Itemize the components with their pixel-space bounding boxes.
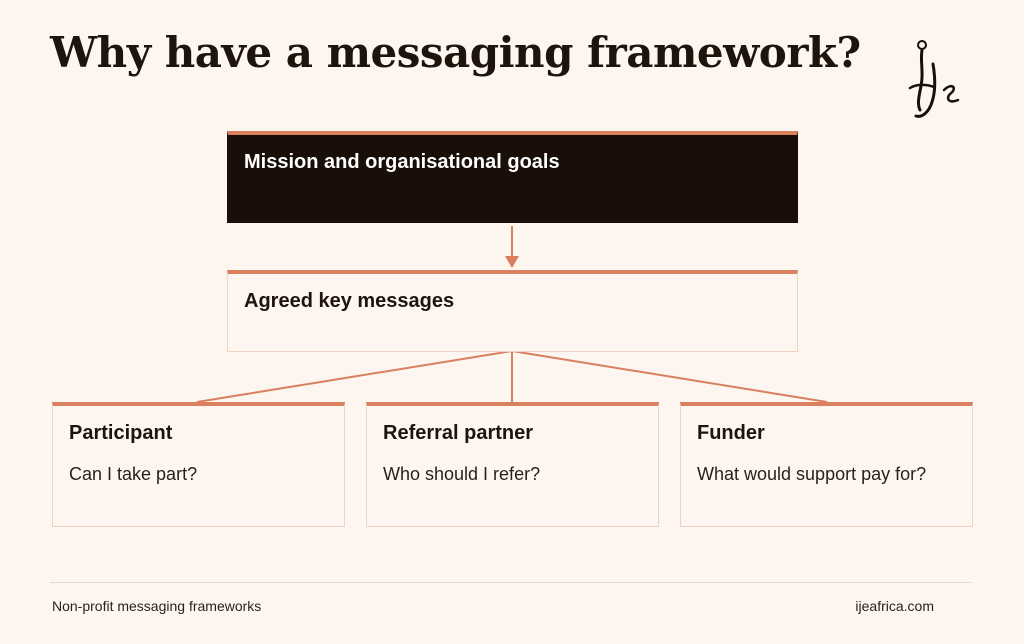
- audience-question: What would support pay for?: [697, 464, 927, 484]
- ije-logo-icon: [908, 40, 960, 118]
- footer-website[interactable]: ijeafrica.com: [855, 598, 934, 614]
- audience-title: Participant: [69, 422, 173, 444]
- arrow-head-icon: [505, 256, 519, 268]
- connector-participant: [196, 350, 513, 403]
- footer-divider: [50, 582, 972, 583]
- mission-box-title: Mission and organisational goals: [244, 151, 560, 173]
- audience-box-participant: Participant Can I take part?: [52, 402, 345, 527]
- key-messages-box-title: Agreed key messages: [244, 290, 455, 312]
- page-title: Why have a messaging framework?: [50, 28, 861, 77]
- audience-question: Who should I refer?: [383, 464, 541, 484]
- connector-funder: [511, 350, 828, 403]
- audience-box-referral-partner: Referral partner Who should I refer?: [366, 402, 659, 527]
- audience-question: Can I take part?: [69, 464, 198, 484]
- audience-title: Referral partner: [383, 422, 534, 444]
- key-messages-box: Agreed key messages: [227, 270, 798, 352]
- footer-left-text: Non-profit messaging frameworks: [52, 598, 262, 614]
- audience-box-funder: Funder What would support pay for?: [680, 402, 973, 527]
- audience-title: Funder: [697, 422, 765, 444]
- mission-box: Mission and organisational goals: [227, 131, 798, 223]
